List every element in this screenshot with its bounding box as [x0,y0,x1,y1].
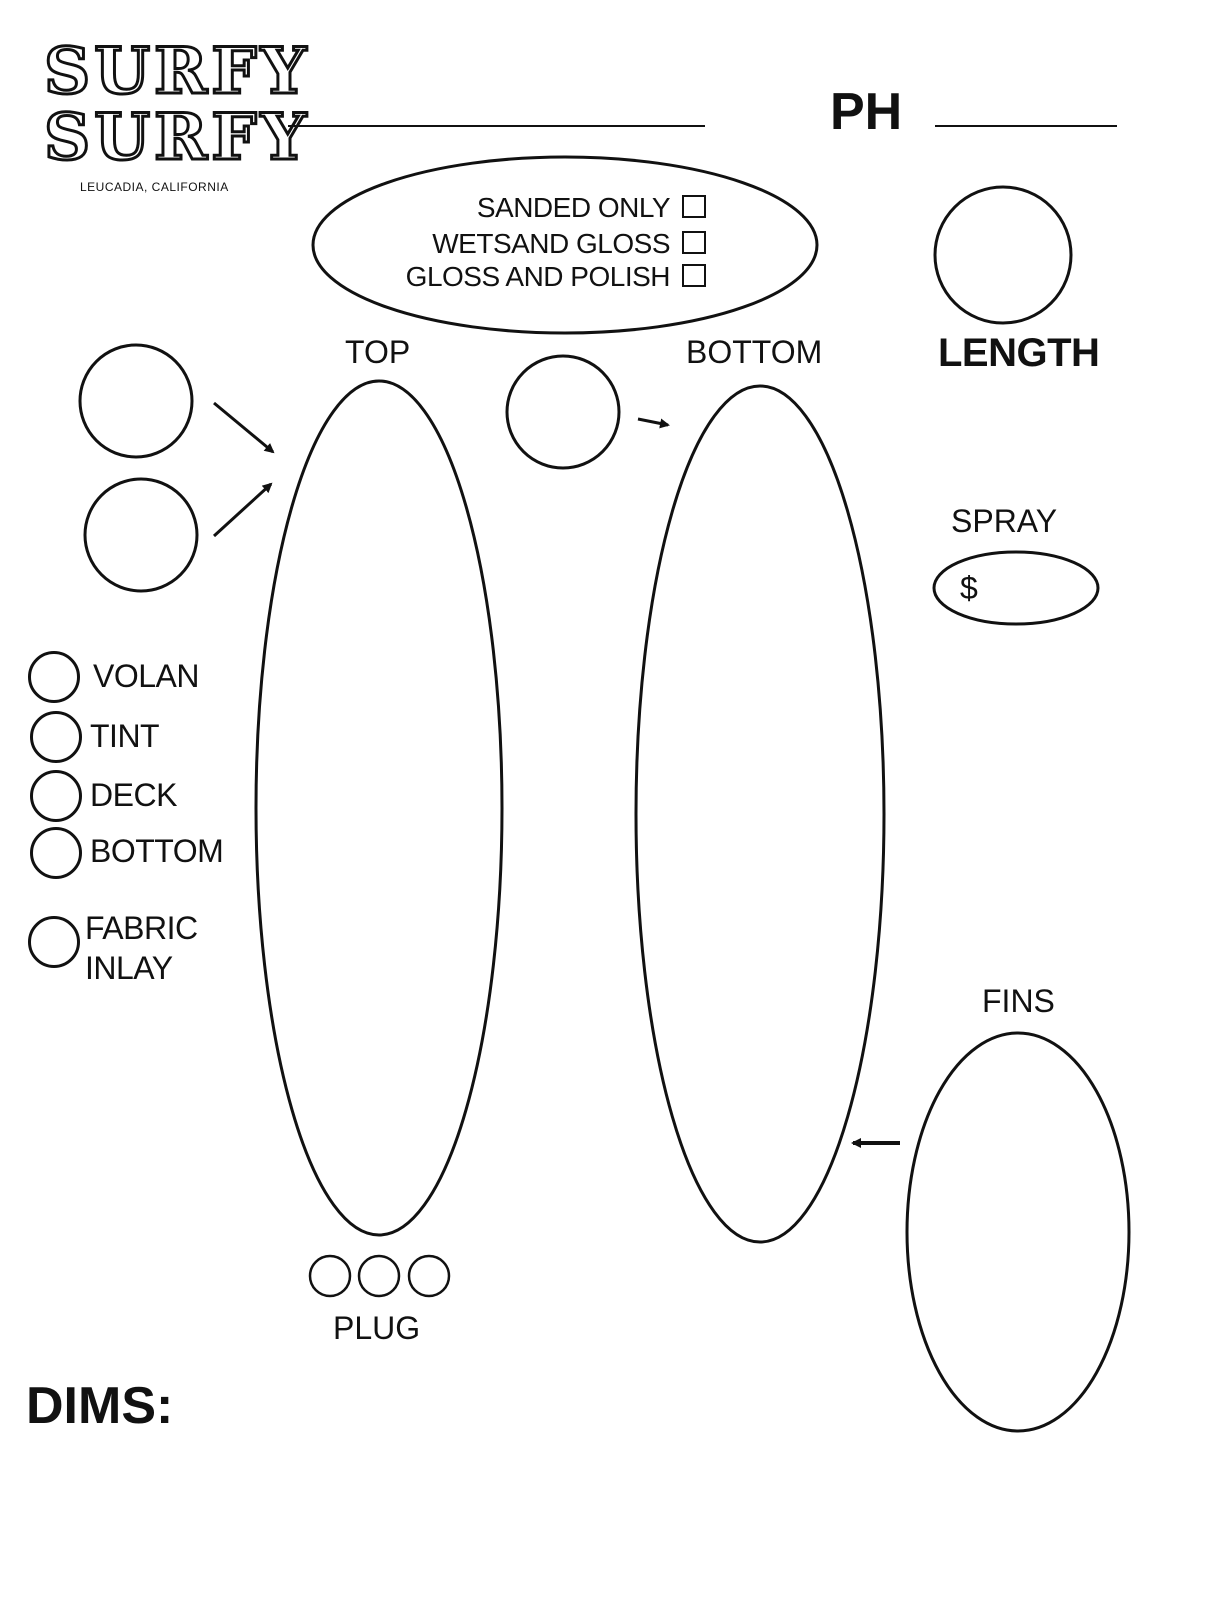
option-label-tint: TINT [90,718,160,754]
finish-option-label: SANDED ONLY [476,192,671,223]
plug-circle-1[interactable] [308,1254,352,1298]
plug-circle-3[interactable] [407,1254,451,1298]
name-field[interactable] [288,125,705,127]
option-circle-tint[interactable] [30,711,82,763]
plug-label: PLUG [333,1310,421,1346]
checkbox-icon[interactable] [682,231,706,254]
option-label-deck: DECK [90,777,177,813]
option-label-fabric-inlay: FABRIC INLAY [85,910,198,986]
finish-option-label: GLOSS AND POLISH [405,261,671,292]
fins-label: FINS [982,983,1055,1019]
logo-line-2: SURFY [42,100,311,175]
bottom-swatch-circle[interactable] [505,354,621,470]
finish-option-label: WETSAND GLOSS [432,228,670,259]
finish-option-gloss-polish[interactable]: GLOSS AND POLISH [406,263,706,291]
option-label-volan: VOLAN [93,658,199,694]
option-label-bottom: BOTTOM [90,833,224,869]
option-circle-bottom[interactable] [30,827,82,879]
phone-field[interactable] [935,125,1117,127]
checkbox-icon[interactable] [682,264,706,287]
length-circle[interactable] [933,185,1073,325]
option-circle-fabric-inlay[interactable] [28,916,80,968]
top-swatch-circle-lower[interactable] [83,477,199,593]
arrow-to-top-upper [213,401,275,454]
top-board-outline[interactable] [254,379,504,1237]
spray-oval[interactable] [932,550,1100,626]
plug-circle-2[interactable] [357,1254,401,1298]
finish-option-sanded[interactable]: SANDED ONLY [477,194,706,222]
bottom-board-outline[interactable] [634,384,886,1244]
finish-options: SANDED ONLY WETSAND GLOSS GLOSS AND POLI… [370,194,706,304]
fins-oval[interactable] [905,1031,1131,1433]
top-label: TOP [345,334,411,370]
finish-option-wetsand[interactable]: WETSAND GLOSS [432,230,706,258]
bottom-label: BOTTOM [686,334,823,370]
finish-oval [311,155,819,335]
brand-location: LEUCADIA, CALIFORNIA [80,180,229,194]
option-circle-volan[interactable] [28,651,80,703]
phone-label: PH [830,83,903,141]
arrow-to-top-lower [212,482,273,538]
logo-line-1: SURFY [42,34,311,109]
option-circle-deck[interactable] [30,770,82,822]
length-label: LENGTH [938,331,1100,375]
dims-label: DIMS: [26,1377,174,1435]
arrow-to-bottom [637,417,670,429]
spray-currency: $ [960,570,978,606]
top-swatch-circle-upper[interactable] [78,343,194,459]
checkbox-icon[interactable] [682,195,706,218]
spray-label: SPRAY [951,503,1058,539]
